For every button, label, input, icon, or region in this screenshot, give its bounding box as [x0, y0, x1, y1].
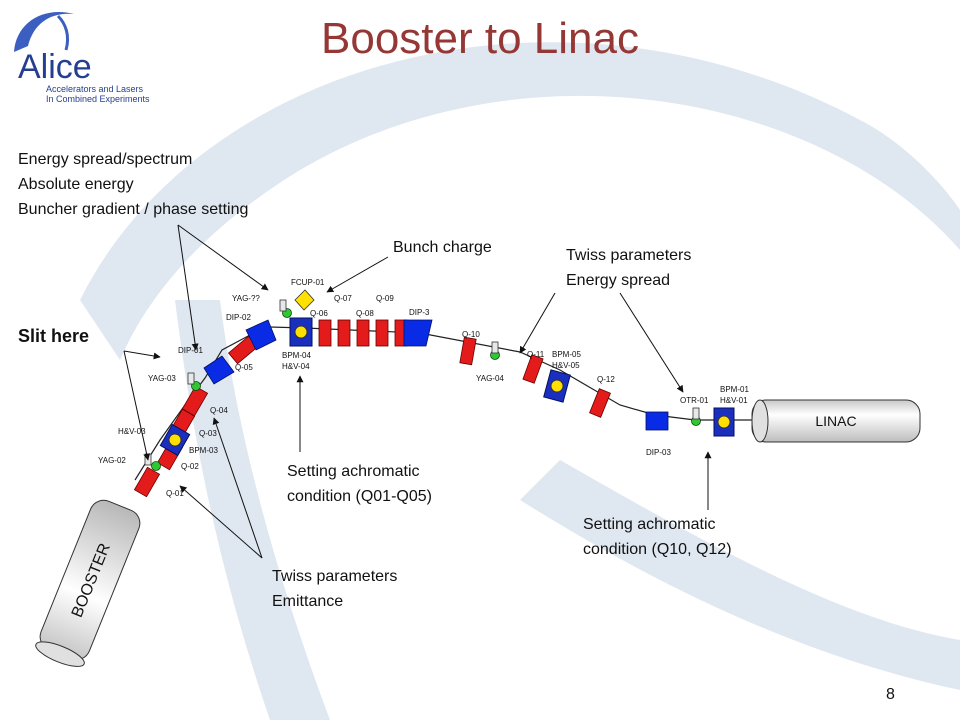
annotation-achromatic-q10-q12: Setting achromatic condition (Q10, Q12)	[583, 512, 732, 562]
component-labels: Q-01 Q-02 BPM-03 Q-03 Q-04 Q-05 YAG-02 H…	[98, 278, 749, 498]
label-hv04: H&V-04	[282, 362, 310, 371]
annotation-line: Twiss parameters	[566, 247, 692, 264]
quad-q12	[589, 388, 611, 418]
page-number: 8	[886, 686, 895, 703]
quad-q09	[375, 319, 389, 347]
annotation-line: Emittance	[272, 593, 344, 610]
page-title: Booster to Linac	[321, 14, 639, 63]
annotation-line: Twiss parameters	[272, 568, 398, 585]
alice-logo-text: Alice	[18, 48, 92, 86]
annotation-line: Buncher gradient / phase setting	[18, 201, 249, 218]
quad-q10	[459, 336, 477, 366]
annotation-arrows	[123, 224, 712, 559]
label-yag03: YAG-03	[148, 374, 176, 383]
label-q06: Q-06	[310, 309, 328, 318]
label-dip3: DIP-3	[409, 308, 430, 317]
bpm-monitors	[159, 317, 735, 457]
alice-logo-icon	[14, 11, 74, 52]
quad-q04	[181, 385, 209, 417]
label-bpm05: BPM-05	[552, 350, 581, 359]
label-q03: Q-03	[199, 429, 217, 438]
bpm-03	[159, 423, 191, 457]
annotation-line: condition (Q01-Q05)	[287, 488, 432, 505]
annotation-achromatic-q01-q05: Setting achromatic condition (Q01-Q05)	[287, 459, 432, 509]
annotation-line: Setting achromatic	[287, 463, 420, 480]
label-yag04: YAG-04	[476, 374, 504, 383]
label-fcup01: FCUP-01	[291, 278, 325, 287]
label-q10: Q-10	[462, 330, 480, 339]
dipole-dip03	[645, 411, 669, 431]
annotation-line: Bunch charge	[393, 239, 492, 256]
quad-q08	[356, 319, 370, 347]
label-bpm03: BPM-03	[189, 446, 218, 455]
label-yagqq: YAG-??	[232, 294, 260, 303]
annotation-line: Setting achromatic	[583, 516, 716, 533]
label-q11: Q-11	[527, 350, 545, 359]
bpm-01	[713, 407, 735, 437]
label-q07: Q-07	[334, 294, 352, 303]
label-q04: Q-04	[210, 406, 228, 415]
label-bpm01: BPM-01	[720, 385, 749, 394]
quad-q07	[337, 319, 351, 347]
screen-yag02	[151, 461, 161, 471]
annotation-twiss-energy: Twiss parameters Energy spread	[566, 243, 691, 293]
dipole-dip01	[203, 355, 235, 385]
dipole-dip3	[403, 319, 433, 347]
annotation-line: Energy spread	[566, 272, 671, 289]
annotation-line: condition (Q10, Q12)	[583, 541, 732, 558]
linac-label: LINAC	[815, 413, 856, 429]
label-q09: Q-09	[376, 294, 394, 303]
label-dip01: DIP-01	[178, 346, 203, 355]
label-q01: Q-01	[166, 489, 184, 498]
label-hv05: H&V-05	[552, 361, 580, 370]
label-q02: Q-02	[181, 462, 199, 471]
label-dip03: DIP-03	[646, 448, 671, 457]
annotation-line: Energy spread/spectrum	[18, 151, 193, 168]
logo-subtitle-1: Accelerators and Lasers	[46, 84, 144, 94]
label-bpm04: BPM-04	[282, 351, 311, 360]
annotation-energy: Energy spread/spectrum Absolute energy B…	[18, 147, 248, 222]
fcup-01	[294, 289, 315, 311]
label-dip02: DIP-02	[226, 313, 251, 322]
linac-block: LINAC	[751, 399, 921, 443]
label-hv01: H&V-01	[720, 396, 748, 405]
annotation-twiss-emittance: Twiss parameters Emittance	[272, 564, 397, 614]
quad-q06	[318, 319, 332, 347]
label-q08: Q-08	[356, 309, 374, 318]
bpm-04	[289, 317, 313, 347]
label-q05: Q-05	[235, 363, 253, 372]
annotation-bunch-charge: Bunch charge	[393, 235, 492, 260]
bpm-05	[543, 369, 571, 403]
dipole-dip02	[245, 319, 277, 351]
quad-q01	[133, 466, 161, 498]
dipole-magnets	[203, 319, 669, 431]
label-yag02: YAG-02	[98, 456, 126, 465]
background-swoosh	[80, 42, 960, 720]
label-q12: Q-12	[597, 375, 615, 384]
slit-label: Slit here	[18, 326, 90, 346]
label-hv03: H&V-03	[118, 427, 146, 436]
quad-q11	[522, 354, 544, 384]
logo-subtitle-2: In Combined Experiments	[46, 94, 150, 104]
booster-block: BOOSTER	[35, 499, 141, 667]
annotation-line: Absolute energy	[18, 176, 134, 193]
label-otr01: OTR-01	[680, 396, 709, 405]
